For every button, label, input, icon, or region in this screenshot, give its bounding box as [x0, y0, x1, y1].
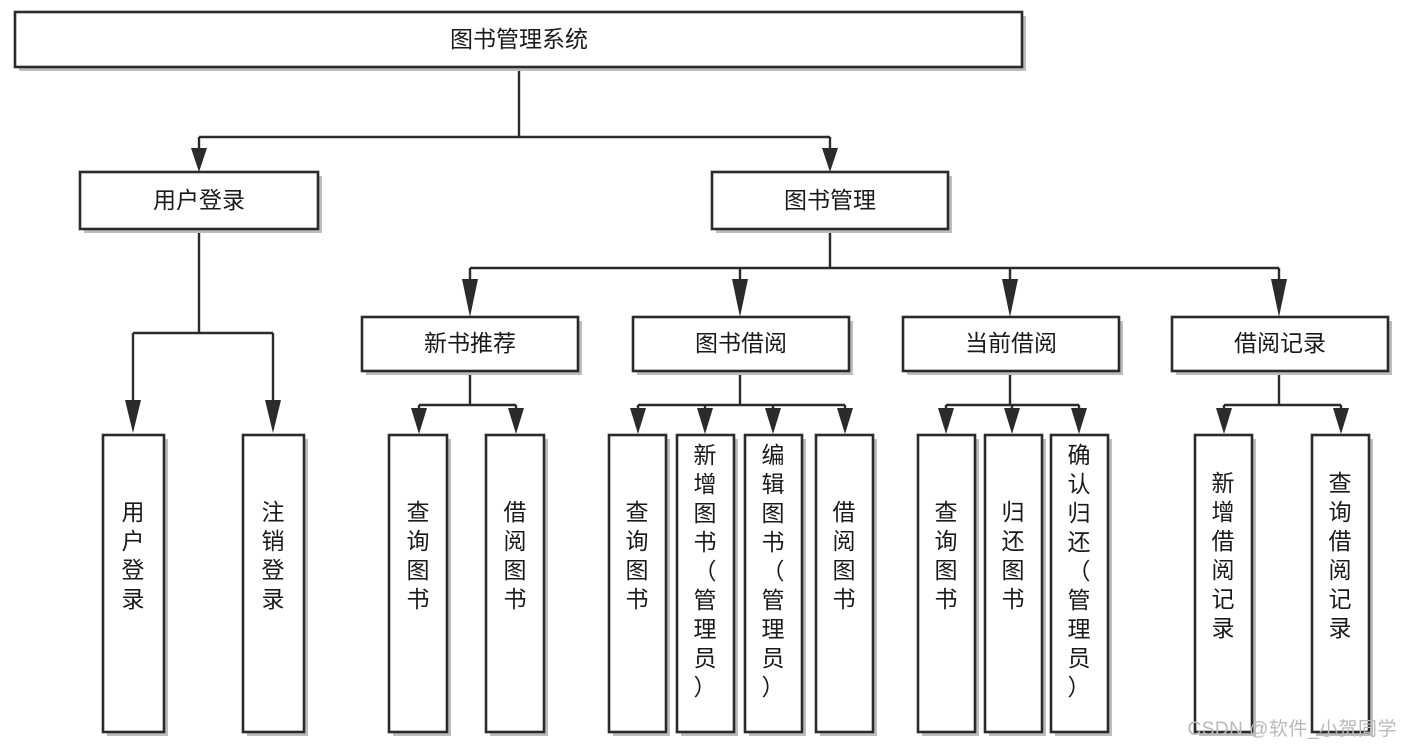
leaf-query-book-3-label: 查询图书 [935, 499, 958, 612]
node-user-login-label: 用户登录 [153, 187, 245, 213]
arrow-leaf-user-logout [265, 400, 281, 433]
arrow-leaf-return-book [1004, 408, 1020, 434]
node-book-borrow[interactable]: 图书借阅 [631, 315, 853, 375]
leaf-query-book-3-box[interactable] [916, 433, 977, 734]
arrow-book-borrow [732, 279, 748, 317]
leaf-borrow-book-1-label: 借阅图书 [504, 499, 527, 612]
leaf-user-logout[interactable]: 注销登录 [241, 433, 308, 736]
leaf-edit-book[interactable]: 编辑图书（管理员） [743, 433, 806, 736]
csdn-watermark: CSDN @软件_小贺同学 [1187, 719, 1397, 740]
node-book-manage[interactable]: 图书管理 [710, 170, 952, 233]
arrow-leaf-query-book-1 [411, 408, 427, 434]
node-book-borrow-box[interactable] [631, 315, 851, 373]
leaf-edit-book-label: 编辑图书（管理员） [762, 442, 785, 700]
node-current-borrow[interactable]: 当前借阅 [901, 315, 1123, 375]
leaf-user-logout-box[interactable] [241, 433, 306, 734]
leaf-query-record-label: 查询借阅记录 [1329, 470, 1352, 641]
leaf-add-record[interactable]: 新增借阅记录 [1193, 433, 1256, 736]
leaf-return-book-box[interactable] [983, 433, 1044, 734]
arrow-current-borrow [1002, 279, 1018, 317]
arrow-leaf-add-record [1216, 408, 1232, 434]
leaf-borrow-book-2-box[interactable] [814, 433, 875, 734]
arrow-new-book-recommend [462, 279, 478, 317]
leaf-borrow-book-1[interactable]: 借阅图书 [484, 433, 548, 736]
node-root-box[interactable] [13, 10, 1024, 69]
arrow-leaf-add-book [697, 408, 713, 434]
node-borrow-record-box[interactable] [1170, 315, 1390, 373]
node-new-book-recommend[interactable]: 新书推荐 [360, 315, 582, 375]
leaf-add-record-label: 新增借阅记录 [1212, 470, 1235, 641]
arrow-leaf-query-book-2 [630, 408, 646, 434]
arrow-leaf-query-book-3 [938, 408, 954, 434]
leaf-query-book-1[interactable]: 查询图书 [387, 433, 451, 736]
arrow-leaf-borrow-book-1 [508, 408, 524, 434]
arrow-leaf-confirm-return [1071, 408, 1087, 434]
node-book-borrow-label: 图书借阅 [695, 330, 787, 356]
arrow-book-manage [822, 148, 838, 172]
arrow-user-login [191, 148, 207, 172]
leaf-confirm-return-label: 确认归还（管理员） [1068, 442, 1091, 700]
node-new-book-recommend-box[interactable] [360, 315, 580, 373]
connector-layer [125, 67, 1349, 434]
node-root-label: 图书管理系统 [450, 26, 588, 52]
leaf-borrow-book-2-label: 借阅图书 [833, 499, 856, 612]
leaf-add-record-box[interactable] [1193, 433, 1254, 734]
arrow-leaf-edit-book [765, 408, 781, 434]
leaf-user-login-box[interactable] [101, 433, 166, 734]
node-borrow-record[interactable]: 借阅记录 [1170, 315, 1392, 375]
leaf-user-login[interactable]: 用户登录 [101, 433, 168, 736]
arrow-leaf-borrow-book-2 [837, 408, 853, 434]
leaf-query-book-1-box[interactable] [387, 433, 449, 734]
node-current-borrow-box[interactable] [901, 315, 1121, 373]
leaf-add-book[interactable]: 新增图书（管理员） [675, 433, 738, 736]
leaf-add-book-box[interactable] [675, 433, 736, 734]
arrow-leaf-user-login [125, 400, 141, 433]
node-book-manage-label: 图书管理 [784, 187, 876, 213]
leaf-edit-book-box[interactable] [743, 433, 804, 734]
leaf-confirm-return[interactable]: 确认归还（管理员） [1049, 433, 1112, 736]
node-user-login-box[interactable] [78, 170, 320, 231]
arrow-borrow-record [1271, 279, 1287, 317]
leaf-user-logout-label: 注销登录 [262, 499, 285, 612]
node-root[interactable]: 图书管理系统 [13, 10, 1026, 71]
leaf-query-book-2-box[interactable] [607, 433, 668, 734]
arrow-leaf-query-record [1333, 408, 1349, 434]
node-book-manage-box[interactable] [710, 170, 950, 231]
leaf-return-book-label: 归还图书 [1002, 499, 1025, 612]
leaf-borrow-book-2[interactable]: 借阅图书 [814, 433, 877, 736]
node-user-login[interactable]: 用户登录 [78, 170, 322, 233]
leaf-query-record-box[interactable] [1310, 433, 1371, 734]
leaf-return-book[interactable]: 归还图书 [983, 433, 1046, 736]
node-borrow-record-label: 借阅记录 [1234, 330, 1326, 356]
node-new-book-recommend-label: 新书推荐 [424, 330, 516, 356]
leaf-confirm-return-box[interactable] [1049, 433, 1110, 734]
leaf-query-book-2-label: 查询图书 [626, 499, 649, 612]
leaf-query-book-1-label: 查询图书 [407, 499, 430, 612]
leaf-query-record[interactable]: 查询借阅记录 [1310, 433, 1373, 736]
leaf-query-book-3[interactable]: 查询图书 [916, 433, 979, 736]
leaf-user-login-label: 用户登录 [122, 499, 145, 612]
leaf-add-book-label: 新增图书（管理员） [694, 442, 717, 700]
leaf-borrow-book-1-box[interactable] [484, 433, 546, 734]
leaf-query-book-2[interactable]: 查询图书 [607, 433, 670, 736]
node-current-borrow-label: 当前借阅 [965, 330, 1057, 356]
